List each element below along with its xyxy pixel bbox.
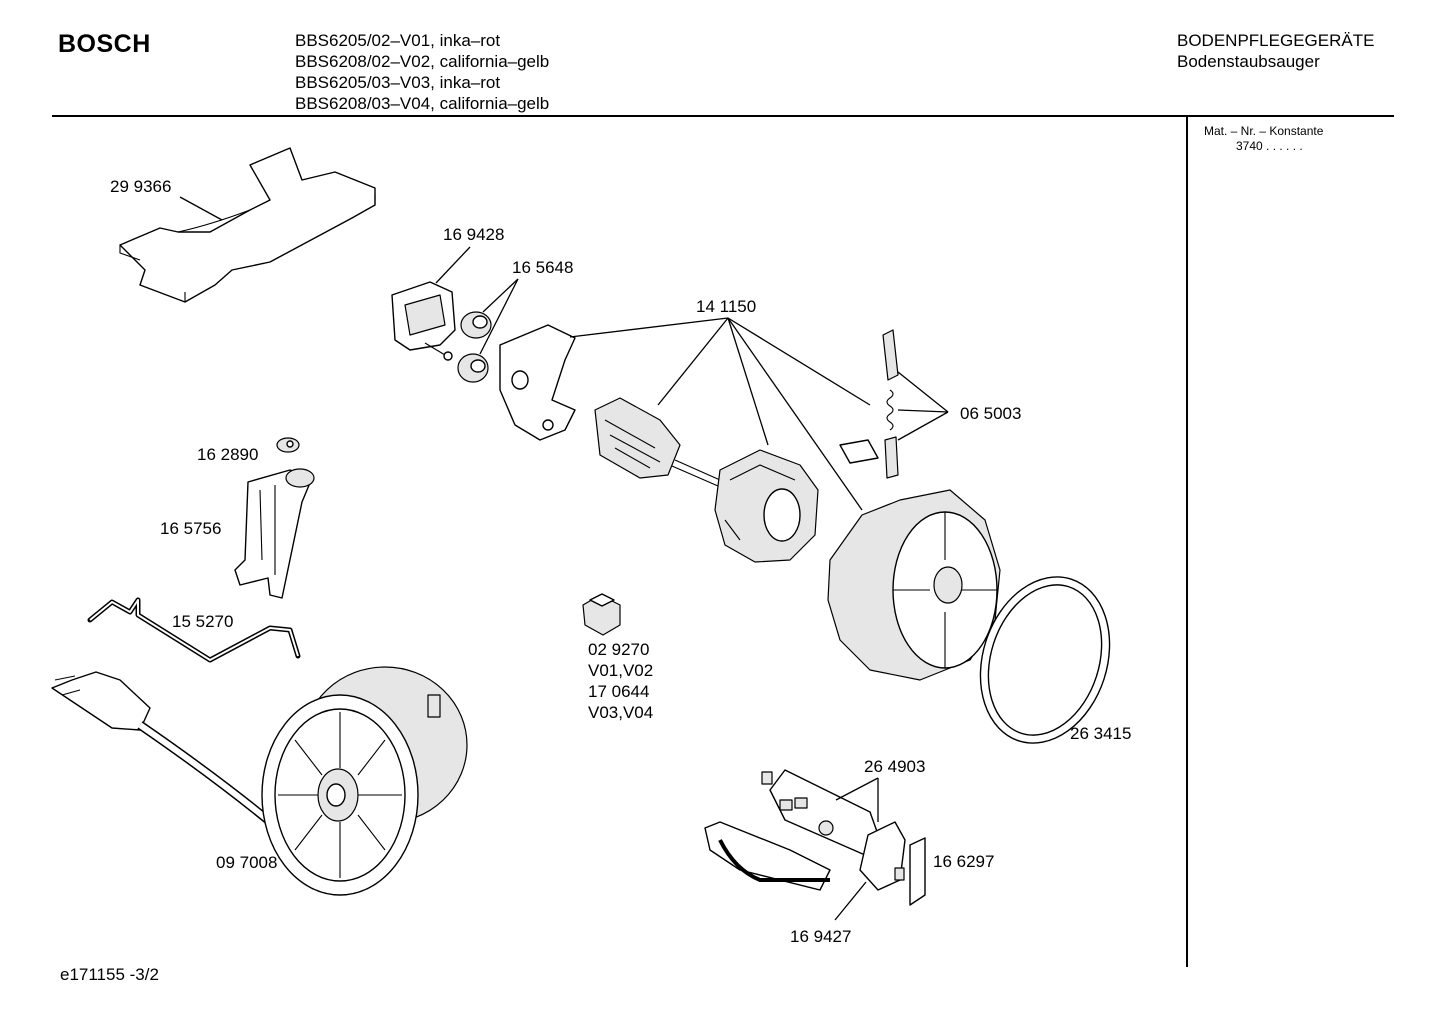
label-029270-note: V03,V04 — [588, 703, 653, 722]
part-264903-circuit-board[interactable] — [704, 769, 881, 891]
part-029270-switch[interactable] — [582, 593, 621, 636]
label-162890: 16 2890 — [197, 445, 258, 464]
leader-165648-b — [479, 278, 519, 355]
model-line: BBS6208/02–V02, california–gelb — [295, 52, 550, 71]
leader-141150-d — [727, 317, 871, 406]
part-097008-cord-reel[interactable] — [51, 666, 468, 896]
leader-141150-b — [657, 317, 729, 406]
category-title: BODENPFLEGEGERÄTE — [1177, 31, 1375, 50]
leader-165648-a — [482, 278, 519, 313]
label-097008: 09 7008 — [216, 853, 277, 872]
leader-065003-a — [897, 371, 949, 413]
leader-264903-a — [835, 777, 879, 801]
part-155270-wire-handle[interactable] — [87, 597, 301, 663]
label-065003: 06 5003 — [960, 404, 1021, 423]
part-165756-mounting-bracket[interactable] — [234, 468, 315, 599]
part-162890-clip[interactable] — [276, 437, 300, 453]
header-divider — [52, 115, 1394, 117]
material-constant-value: 3740 . . . . . . — [1236, 139, 1303, 153]
label-029270-note: 17 0644 — [588, 682, 649, 701]
model-line: BBS6205/03–V03, inka–rot — [295, 73, 501, 92]
label-263415: 26 3415 — [1070, 724, 1131, 743]
leader-169427 — [834, 881, 867, 921]
part-299366-plate[interactable] — [119, 147, 376, 303]
category-subtitle: Bodenstaubsauger — [1177, 52, 1320, 71]
part-166297-switch-plate[interactable] — [859, 821, 926, 906]
leader-169428 — [435, 246, 471, 284]
leader-141150-e — [727, 317, 863, 511]
label-165756: 16 5756 — [160, 519, 221, 538]
leader-065003-b — [897, 409, 949, 413]
label-169427: 16 9427 — [790, 927, 851, 946]
leader-299366 — [179, 196, 223, 221]
part-065003-carbon-brushes[interactable] — [839, 329, 899, 479]
leader-141150-a — [569, 317, 729, 338]
label-299366: 29 9366 — [110, 177, 171, 196]
leader-141150-c — [727, 317, 769, 446]
category-block: BODENPFLEGEGERÄTE Bodenstaubsauger — [1177, 30, 1374, 72]
part-141150-motor-bracket[interactable] — [499, 324, 576, 441]
part-141150-armature[interactable] — [594, 397, 721, 487]
leader-065003-c — [897, 411, 949, 441]
document-id: e171155 -3/2 — [60, 965, 159, 984]
material-constant-title: Mat. – Nr. – Konstante — [1204, 124, 1324, 138]
label-141150: 14 1150 — [696, 297, 756, 316]
label-029270-note: V01,V02 — [588, 661, 653, 680]
label-169428: 16 9428 — [443, 225, 504, 244]
material-constant-panel: Mat. – Nr. – Konstante 3740 . . . . . . — [1204, 124, 1323, 154]
model-list: BBS6205/02–V01, inka–rot BBS6208/02–V02,… — [295, 30, 549, 114]
part-169428-brush-holder[interactable] — [391, 281, 456, 361]
label-264903: 26 4903 — [864, 757, 925, 776]
label-029270: 02 9270 — [588, 640, 649, 659]
model-line: BBS6205/02–V01, inka–rot — [295, 31, 501, 50]
part-fan-housing[interactable] — [827, 489, 1001, 681]
label-165648: 16 5648 — [512, 258, 573, 277]
side-panel-divider — [1186, 117, 1188, 967]
label-166297: 16 6297 — [933, 852, 994, 871]
model-line: BBS6208/03–V04, california–gelb — [295, 94, 550, 113]
part-141150-stator[interactable] — [714, 449, 819, 563]
part-165648-bearings[interactable] — [457, 311, 492, 383]
brand-logo: BOSCH — [58, 30, 151, 58]
part-263415-gasket-ring[interactable] — [960, 560, 1130, 760]
label-155270: 15 5270 — [172, 612, 233, 631]
